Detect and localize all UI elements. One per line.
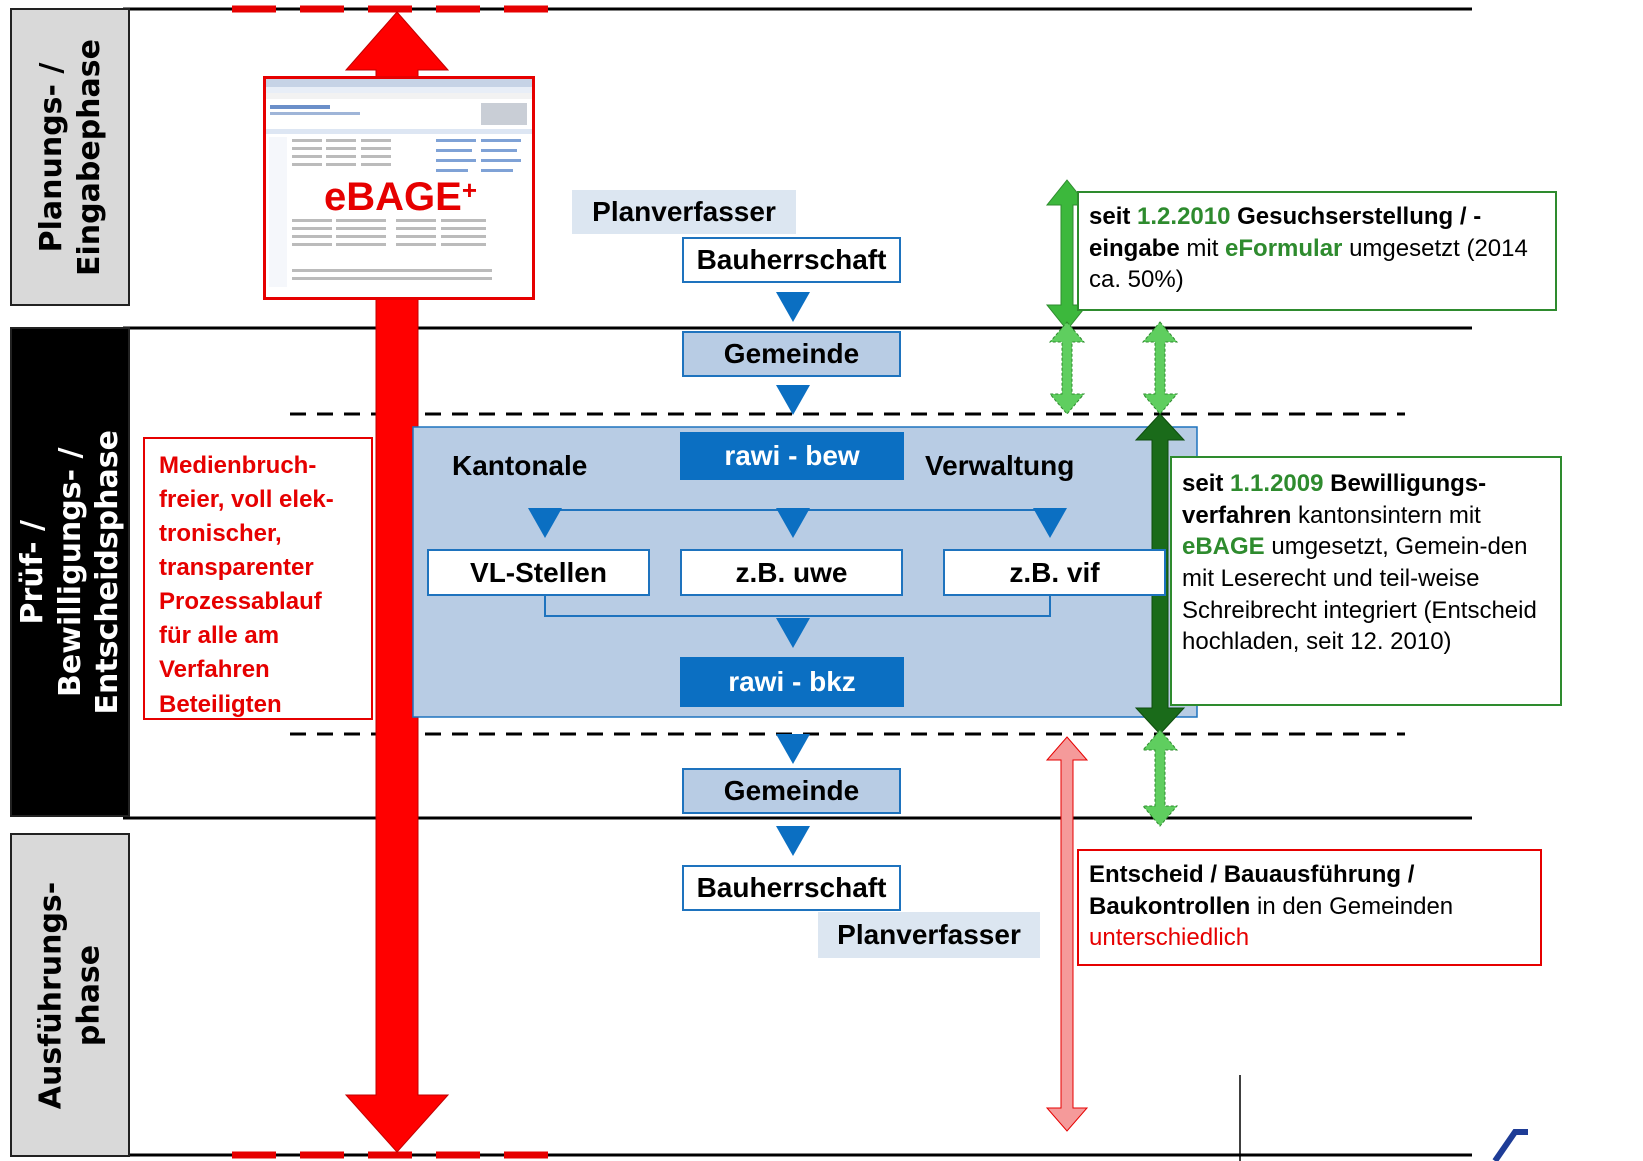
light-red-arrow-execution: [1045, 736, 1089, 1132]
note-planning-eformular: eFormular: [1225, 234, 1343, 262]
down-arrow-3: [528, 508, 562, 538]
note-execution: Entscheid / Bauausführung / Baukontrolle…: [1077, 849, 1542, 966]
down-arrow-7: [776, 734, 810, 764]
left-note-line: Beteiligten: [159, 690, 282, 718]
left-note-line: freier, voll elek-: [159, 486, 334, 514]
note-review-rest: umgesetzt, Gemein-den mit Leserecht und …: [1182, 533, 1537, 656]
kantonale-label: Kantonale: [452, 450, 588, 481]
note-planning-seit: seit: [1089, 203, 1138, 230]
note-execution-subject: Entscheid / Bauausführung / Baukontrolle…: [1089, 861, 1415, 920]
vl-stellen: VL-Stellen: [427, 549, 650, 596]
down-arrow-8: [776, 826, 810, 856]
left-note-line: transparenter: [159, 554, 314, 582]
uwe: z.B. uwe: [680, 549, 903, 596]
gemeinde-top: Gemeinde: [682, 331, 901, 377]
ebage-logo: eBAGE+: [324, 175, 477, 220]
left-note-line: für alle am: [159, 622, 280, 650]
ebage-screenshot-mock: [266, 79, 532, 287]
planverfasser-bottom: Planverfasser: [818, 912, 1040, 958]
bauherrschaft-bottom: Bauherrschaft: [682, 865, 901, 911]
gemeinde-bottom: Gemeinde: [682, 768, 901, 814]
note-review-subject: Bewilligungs-verfahren: [1182, 470, 1487, 529]
left-note-line: Prozessablauf: [159, 588, 322, 616]
down-arrow-4: [776, 508, 810, 538]
note-planning: seit 1.2.2010 Gesuchserstellung / -einga…: [1077, 191, 1557, 311]
ebage-logo-text: eBAGE: [324, 175, 462, 219]
rawi-bkz: rawi - bkz: [680, 657, 904, 707]
down-arrow-2: [776, 385, 810, 415]
branch-connector-bottom: [544, 596, 1051, 617]
left-note-box: Medienbruch- freier, voll elek- tronisch…: [143, 437, 373, 720]
big-red-double-arrow: [344, 11, 450, 1153]
down-arrow-6: [776, 618, 810, 648]
green-arrow-gemeinde-2: [1141, 321, 1179, 415]
green-arrow-gemeinde-1: [1048, 321, 1086, 415]
note-review: seit 1.1.2009 Bewilligungs-verfahren kan…: [1170, 456, 1562, 706]
vif: z.B. vif: [943, 549, 1166, 596]
left-note-line: Medienbruch-: [159, 452, 317, 479]
planverfasser-top: Planverfasser: [572, 190, 796, 234]
ebage-logo-sup: +: [461, 175, 477, 205]
note-review-seit: seit: [1182, 470, 1231, 497]
phase-review-label: Prüf- / Bewilligungs- / Entscheidsphase: [14, 429, 125, 715]
note-execution-unterschiedlich: unterschiedlich: [1089, 924, 1250, 952]
note-execution-mid: in den Gemeinden: [1250, 892, 1454, 920]
left-note-line: Verfahren: [159, 656, 270, 684]
verwaltung-label: Verwaltung: [925, 450, 1075, 481]
phase-execution-label: Ausführungs- phase: [33, 881, 107, 1109]
phase-execution: Ausführungs- phase: [10, 833, 130, 1157]
note-planning-subject: Gesuchserstellung / -eingabe: [1089, 203, 1482, 262]
note-review-date: 1.1.2009: [1230, 470, 1324, 497]
phase-review: Prüf- / Bewilligungs- / Entscheidsphase: [10, 327, 130, 817]
phase-planning: Planungs- / Eingabephase: [10, 8, 130, 306]
note-planning-mit: mit: [1179, 234, 1226, 262]
green-arrow-gemeinde-3: [1141, 729, 1179, 827]
bauherrschaft-top: Bauherrschaft: [682, 237, 901, 283]
phase-planning-label: Planungs- / Eingabephase: [33, 38, 107, 276]
note-review-ebage: eBAGE: [1182, 533, 1265, 561]
down-arrow-1: [776, 292, 810, 322]
down-arrow-5: [1033, 508, 1067, 538]
note-planning-date: 1.2.2010: [1137, 203, 1231, 230]
note-review-mit: kantonsintern mit: [1291, 501, 1481, 529]
left-note-line: tronischer,: [159, 520, 282, 548]
logo-fragment: [1492, 1129, 1528, 1161]
note-planning-rest: umgesetzt (2014 ca. 50%): [1089, 234, 1528, 294]
rawi-bew: rawi - bew: [680, 432, 904, 480]
ebage-screenshot: eBAGE+: [263, 76, 535, 300]
